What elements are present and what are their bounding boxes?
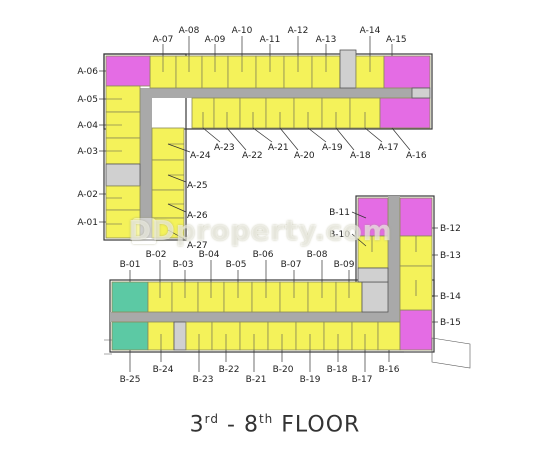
floor-title: 3rd - 8th FLOOR bbox=[0, 412, 550, 437]
stair-core-a-left bbox=[105, 163, 141, 187]
label-a-08: A-08 bbox=[179, 26, 200, 36]
floor-from-suffix: rd bbox=[204, 412, 220, 426]
label-a-06: A-06 bbox=[77, 67, 98, 77]
label-b-05: B-05 bbox=[226, 260, 247, 270]
label-b-14: B-14 bbox=[440, 292, 461, 302]
label-a-17: A-17 bbox=[378, 143, 399, 153]
label-b-21: B-21 bbox=[246, 375, 267, 385]
floor-from-number: 3 bbox=[189, 412, 205, 438]
label-b-07: B-07 bbox=[281, 260, 302, 270]
label-a-11: A-11 bbox=[260, 35, 281, 45]
label-b-09: B-09 bbox=[334, 260, 355, 270]
floor-to-suffix: th bbox=[258, 412, 274, 426]
label-a-10: A-10 bbox=[232, 26, 253, 36]
label-a-05: A-05 bbox=[77, 95, 98, 105]
watermark: DDproperty.com bbox=[128, 214, 393, 247]
label-a-18: A-18 bbox=[350, 151, 371, 161]
label-b-11: B-11 bbox=[329, 208, 350, 218]
unit-b-25[interactable] bbox=[111, 321, 149, 351]
label-a-22: A-22 bbox=[242, 151, 263, 161]
label-a-12: A-12 bbox=[288, 26, 309, 36]
label-b-08: B-08 bbox=[307, 250, 328, 260]
label-a-25: A-25 bbox=[187, 181, 208, 191]
house-icon bbox=[132, 218, 156, 244]
corridor-b-vertical bbox=[388, 196, 400, 322]
label-b-06: B-06 bbox=[253, 250, 274, 260]
label-a-21: A-21 bbox=[268, 143, 289, 153]
floor-plan: A-07 A-08 A-09 A-10 A-11 A-12 A-13 A-14 … bbox=[77, 26, 471, 385]
label-a-01: A-01 bbox=[77, 218, 98, 228]
building-a-left-wing bbox=[103, 53, 187, 241]
label-b-24: B-24 bbox=[153, 365, 174, 375]
label-b-10: B-10 bbox=[329, 230, 350, 240]
label-a-03: A-03 bbox=[77, 147, 98, 157]
leader-lines bbox=[99, 36, 438, 372]
label-a-24: A-24 bbox=[190, 151, 211, 161]
terrace-outline-b bbox=[431, 337, 471, 369]
label-a-04: A-04 bbox=[77, 121, 98, 131]
floor-to-number: 8 bbox=[243, 412, 259, 438]
label-b-25: B-25 bbox=[120, 375, 141, 385]
unit-b-16[interactable] bbox=[377, 321, 401, 351]
room-partitions-a bbox=[106, 56, 371, 225]
floor-separator: - bbox=[219, 412, 244, 438]
ledge-outline-b bbox=[104, 339, 432, 355]
unit-b-10[interactable] bbox=[357, 235, 389, 269]
unit-a-16[interactable] bbox=[379, 97, 431, 129]
label-a-15: A-15 bbox=[386, 35, 407, 45]
stair-core-b-left bbox=[173, 321, 187, 351]
label-b-12: B-12 bbox=[440, 224, 461, 234]
label-a-02: A-02 bbox=[77, 190, 98, 200]
label-b-20: B-20 bbox=[273, 365, 294, 375]
label-b-13: B-13 bbox=[440, 251, 461, 261]
label-a-23: A-23 bbox=[214, 143, 235, 153]
room-partitions-b bbox=[159, 236, 417, 350]
label-a-09: A-09 bbox=[205, 35, 226, 45]
unit-b-12[interactable] bbox=[399, 197, 433, 237]
label-a-14: A-14 bbox=[360, 26, 381, 36]
unit-a-27[interactable] bbox=[151, 217, 185, 239]
building-b bbox=[104, 195, 471, 369]
label-a-20: A-20 bbox=[294, 151, 315, 161]
label-b-16: B-16 bbox=[379, 365, 400, 375]
building-a bbox=[103, 49, 433, 241]
label-b-22: B-22 bbox=[219, 365, 240, 375]
label-b-02: B-02 bbox=[146, 250, 167, 260]
floor-word: FLOOR bbox=[281, 412, 361, 438]
unit-b-15[interactable] bbox=[399, 309, 433, 351]
unit-labels: A-07 A-08 A-09 A-10 A-11 A-12 A-13 A-14 … bbox=[77, 26, 461, 385]
label-a-07: A-07 bbox=[153, 35, 174, 45]
service-core-a bbox=[411, 87, 431, 99]
label-a-27: A-27 bbox=[187, 241, 208, 251]
label-b-18: B-18 bbox=[327, 365, 348, 375]
stair-core-a-top bbox=[339, 49, 357, 89]
stair-core-b-middle bbox=[361, 281, 389, 313]
label-b-17: B-17 bbox=[352, 375, 373, 385]
label-b-04: B-04 bbox=[199, 250, 220, 260]
label-b-23: B-23 bbox=[193, 375, 214, 385]
label-b-03: B-03 bbox=[173, 260, 194, 270]
unit-b-01[interactable] bbox=[111, 281, 149, 313]
unit-a-06[interactable] bbox=[105, 55, 151, 87]
corridor-a-horizontal bbox=[140, 88, 412, 98]
unit-a-15[interactable] bbox=[383, 55, 431, 89]
label-a-19: A-19 bbox=[322, 143, 343, 153]
label-b-15: B-15 bbox=[440, 318, 461, 328]
corridor-a-vertical bbox=[140, 88, 152, 238]
corridor-b-horizontal bbox=[110, 312, 400, 322]
label-b-19: B-19 bbox=[300, 375, 321, 385]
label-b-01: B-01 bbox=[120, 260, 141, 270]
label-a-26: A-26 bbox=[187, 211, 208, 221]
stair-core-b-right bbox=[357, 267, 389, 283]
label-a-13: A-13 bbox=[316, 35, 337, 45]
label-a-16: A-16 bbox=[406, 151, 427, 161]
